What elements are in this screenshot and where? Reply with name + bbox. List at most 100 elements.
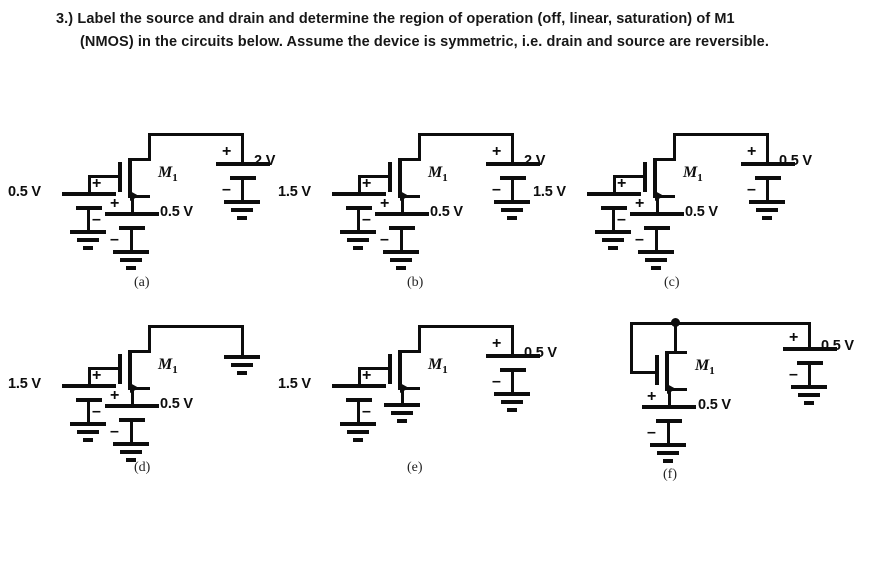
- gate-battery-minus-sign: –: [92, 211, 101, 228]
- drain-stub: [669, 351, 687, 354]
- mosfet-m1: [118, 350, 154, 396]
- source-battery-plus-sign: +: [110, 195, 120, 212]
- gate-voltage-label: 1.5 V: [533, 184, 566, 200]
- gate-battery-tail: [357, 206, 360, 232]
- gate-plate: [388, 354, 392, 384]
- gate-battery-minus-sign: –: [362, 403, 371, 420]
- gate-battery-tail: [87, 398, 90, 424]
- supply-riser: [766, 133, 769, 163]
- source-battery-tail: [130, 418, 133, 444]
- drain-riser: [148, 133, 151, 161]
- battery-plate-positive: [216, 162, 270, 166]
- source-stub: [402, 195, 420, 198]
- source-arrow-icon: [130, 191, 139, 201]
- gate-battery-plus-sign: +: [92, 175, 102, 192]
- supply-riser: [511, 325, 514, 355]
- source-voltage-label: 0.5 V: [160, 396, 193, 412]
- top-wire: [673, 133, 769, 136]
- source-drop: [401, 195, 404, 213]
- problem-text: Label the source and drain and determine…: [77, 11, 769, 50]
- drain-stub: [657, 158, 675, 161]
- drain-battery-minus-sign: –: [492, 181, 501, 198]
- drain-voltage-label: 0.5 V: [821, 338, 854, 354]
- mosfet-m1: [118, 158, 154, 204]
- gate-battery-plus-sign: +: [92, 367, 102, 384]
- drain-battery-plus-sign: +: [492, 143, 502, 160]
- circuit-a: M1 + – 0.5 V + – 0.5 V: [0, 120, 300, 300]
- circuit-caption: (d): [134, 460, 151, 475]
- battery-plate-positive: [741, 162, 795, 166]
- gate-battery-tail: [612, 206, 615, 232]
- battery-plate-positive: [105, 212, 159, 216]
- gate-feedback-riser: [630, 322, 633, 374]
- circuit-e: M1 + – 1.5 V + – 0.5 V: [270, 312, 570, 492]
- drain-battery-tail: [241, 176, 244, 202]
- gate-plate: [118, 162, 122, 192]
- source-battery-plus-sign: +: [110, 387, 120, 404]
- gate-feedback-wire: [630, 371, 657, 374]
- battery-plate-positive: [62, 384, 116, 388]
- top-wire: [418, 133, 514, 136]
- mosfet-m1: [643, 158, 679, 204]
- top-wire: [418, 325, 514, 328]
- source-stub: [132, 195, 150, 198]
- gate-wire: [88, 367, 120, 370]
- gate-drop: [88, 175, 91, 193]
- top-wire: [148, 133, 244, 136]
- circuit-caption: (e): [407, 460, 423, 475]
- drain-voltage-label: 2 V: [524, 153, 546, 169]
- source-arrow-icon: [655, 191, 664, 201]
- drain-battery-minus-sign: –: [222, 181, 231, 198]
- source-arrow-icon: [400, 383, 409, 393]
- mosfet-m1: [655, 351, 691, 397]
- device-label: M1: [158, 356, 178, 377]
- source-battery-plus-sign: +: [647, 388, 657, 405]
- top-wire: [630, 322, 810, 325]
- source-voltage-label: 0.5 V: [685, 204, 718, 220]
- source-drop: [656, 195, 659, 213]
- drain-battery-plus-sign: +: [492, 335, 502, 352]
- source-voltage-label: 0.5 V: [430, 204, 463, 220]
- battery-plate-positive: [642, 405, 696, 409]
- gate-battery-minus-sign: –: [617, 211, 626, 228]
- top-wire: [148, 325, 244, 328]
- source-drop: [401, 387, 404, 405]
- source-arrow-icon: [400, 191, 409, 201]
- drain-battery-minus-sign: –: [747, 181, 756, 198]
- device-label: M1: [428, 356, 448, 377]
- gate-battery-minus-sign: –: [362, 211, 371, 228]
- gate-drop: [613, 175, 616, 193]
- source-battery-plus-sign: +: [635, 195, 645, 212]
- source-battery-tail: [655, 226, 658, 252]
- source-battery-tail: [130, 226, 133, 252]
- supply-riser: [808, 322, 811, 348]
- source-battery-minus-sign: –: [635, 231, 644, 248]
- drain-riser: [674, 322, 677, 354]
- drain-battery-plus-sign: +: [222, 143, 232, 160]
- device-label: M1: [158, 164, 178, 185]
- source-stub: [669, 388, 687, 391]
- channel-bar: [128, 158, 132, 198]
- battery-plate-positive: [332, 192, 386, 196]
- gate-wire: [613, 175, 645, 178]
- battery-plate-positive: [332, 384, 386, 388]
- circuit-caption: (a): [134, 275, 150, 290]
- gate-plate: [643, 162, 647, 192]
- circuit-c: M1 + – 1.5 V + – 0.5 V: [525, 120, 825, 300]
- drain-battery-tail: [511, 176, 514, 202]
- drain-voltage-label: 0.5 V: [524, 345, 557, 361]
- supply-riser: [241, 133, 244, 163]
- circuit-b: M1 + – 1.5 V + – 0.5 V: [270, 120, 570, 300]
- source-drop: [668, 388, 671, 406]
- gate-battery-tail: [357, 398, 360, 424]
- gate-wire: [88, 175, 120, 178]
- device-label: M1: [428, 164, 448, 185]
- drain-stub: [402, 350, 420, 353]
- source-arrow-icon: [130, 383, 139, 393]
- drain-battery-minus-sign: –: [789, 366, 798, 383]
- supply-riser: [511, 133, 514, 163]
- source-battery-tail: [667, 419, 670, 445]
- gate-plate: [388, 162, 392, 192]
- drain-battery-tail: [511, 368, 514, 394]
